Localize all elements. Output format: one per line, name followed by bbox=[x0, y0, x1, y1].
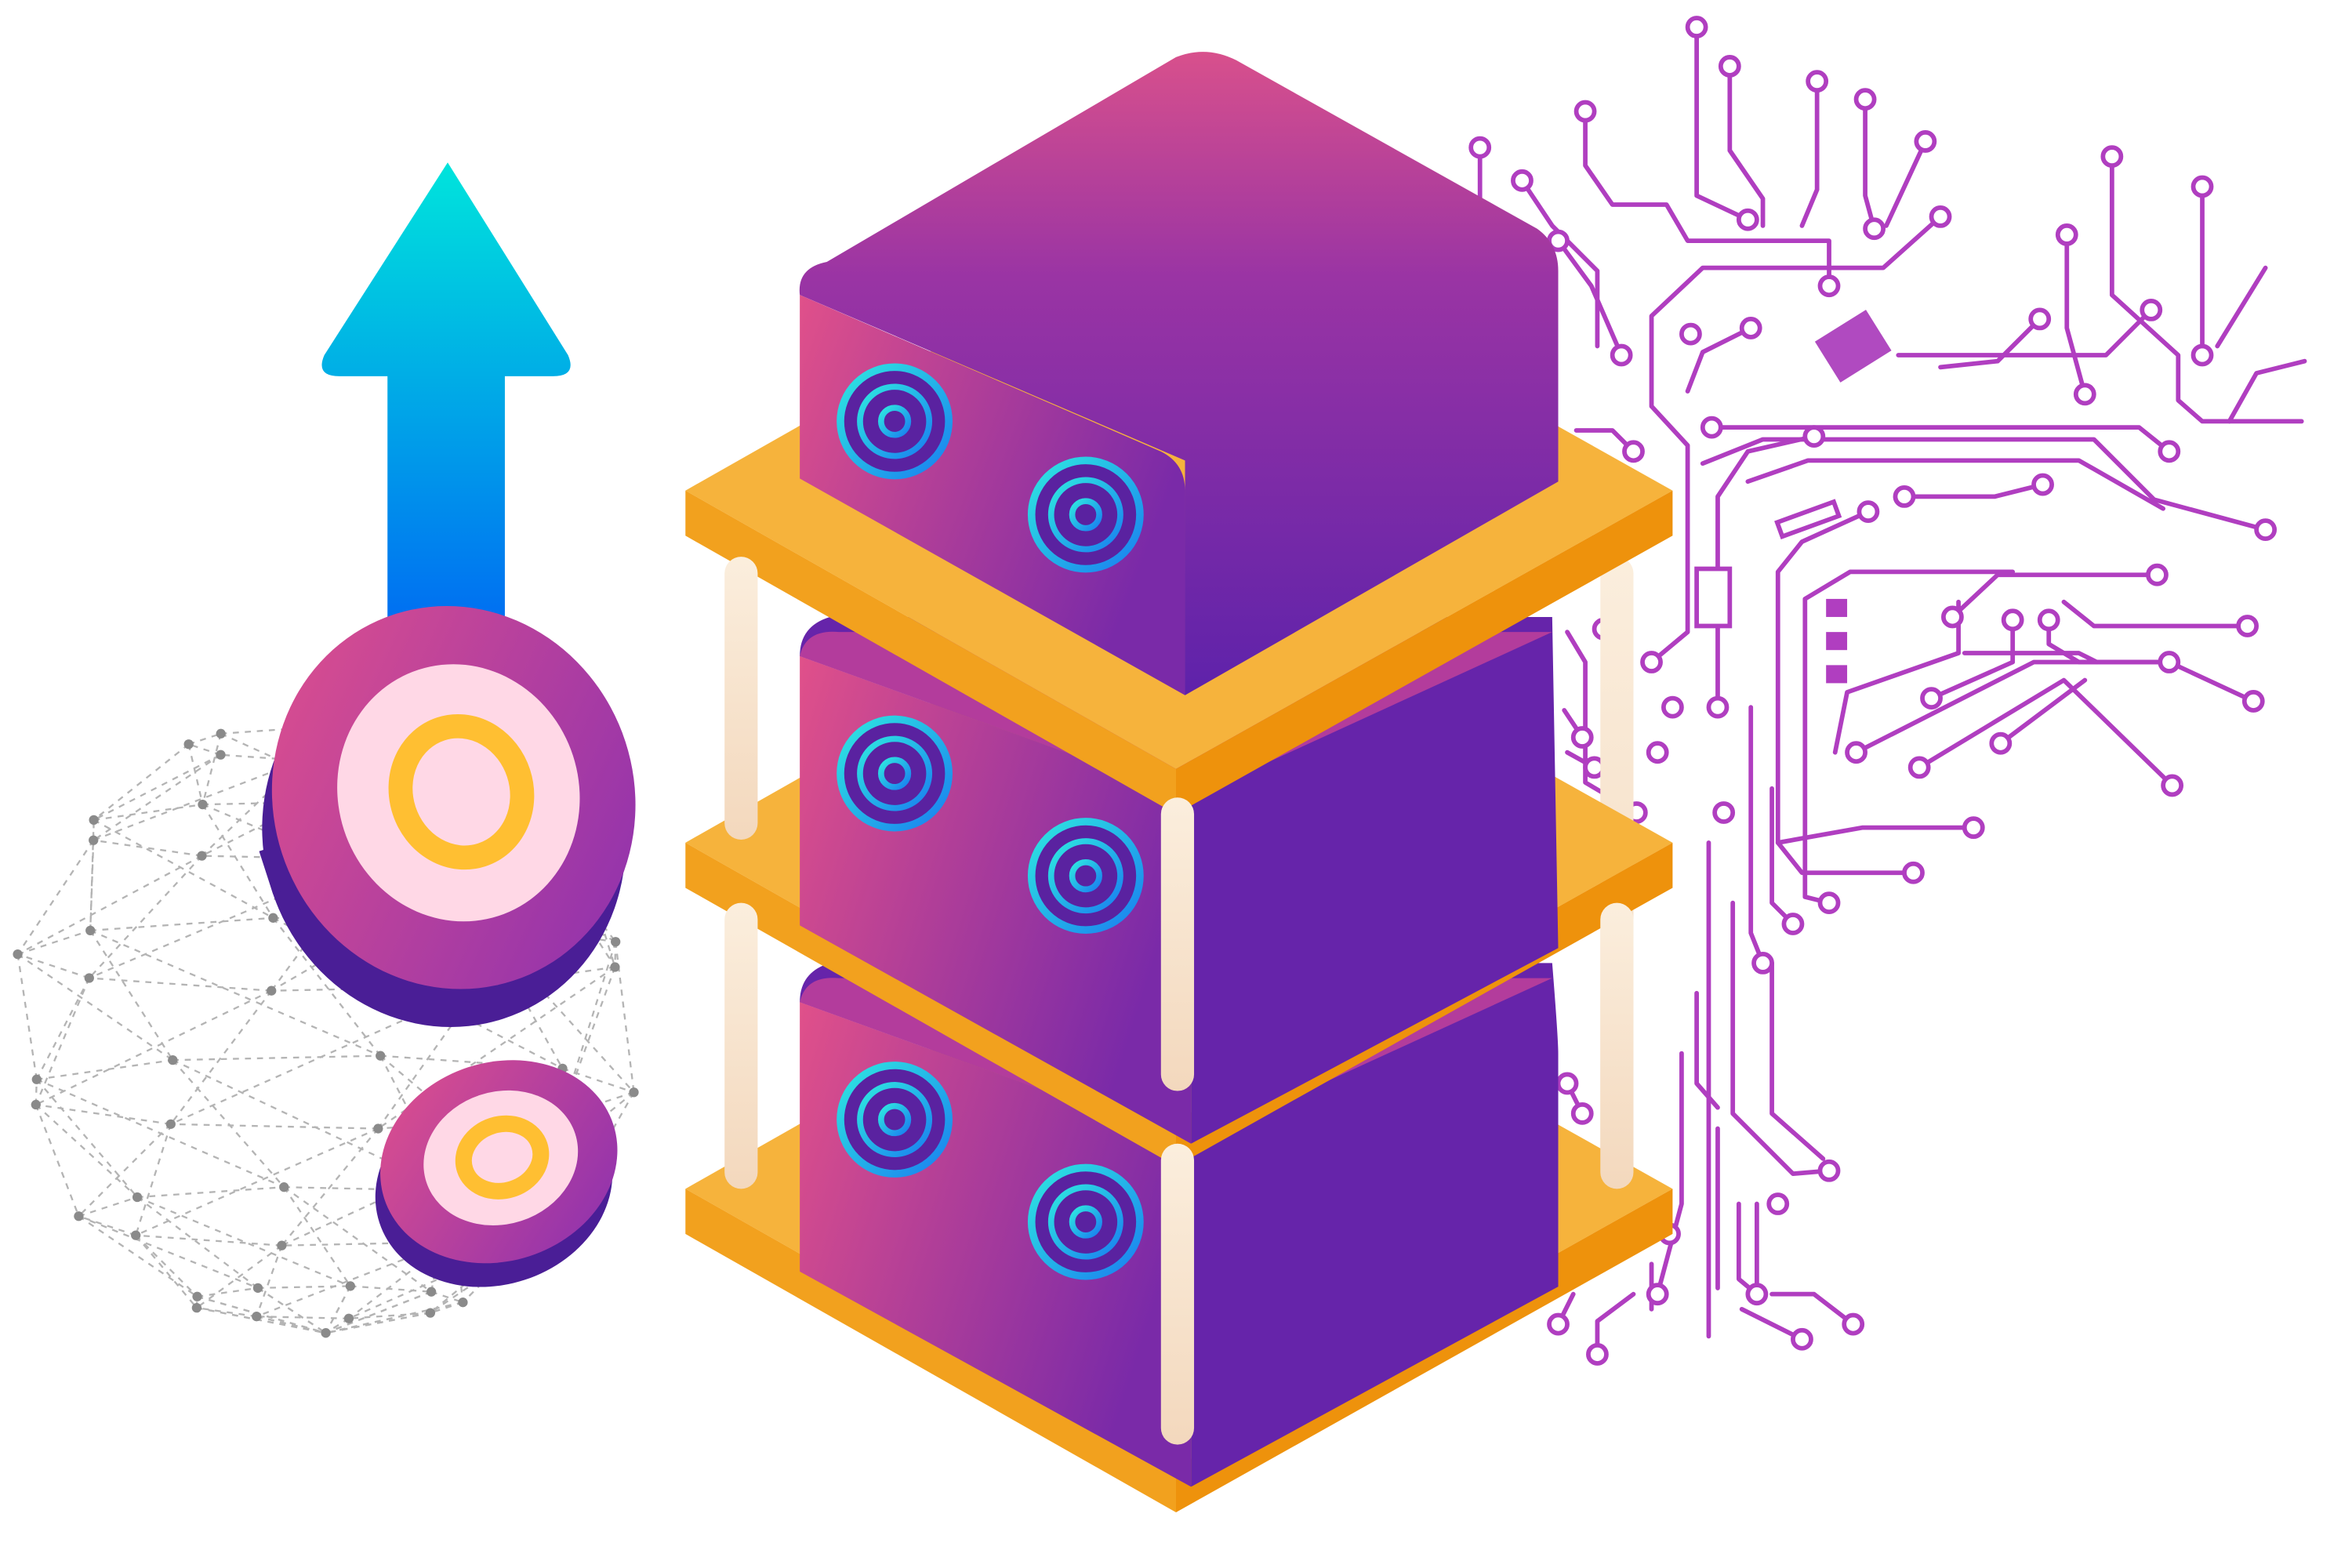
circuit-chips bbox=[1694, 310, 1892, 684]
miner-unit-1 bbox=[799, 52, 1559, 695]
crypto-coin-small bbox=[375, 1060, 618, 1287]
fan-icon bbox=[840, 1065, 949, 1174]
circuit-pads bbox=[1468, 16, 2278, 1366]
circuit-board bbox=[1477, 24, 2307, 1357]
fan-icon bbox=[840, 719, 949, 827]
fan-icon bbox=[840, 367, 949, 475]
fan-icon bbox=[1032, 1167, 1140, 1276]
up-arrow bbox=[321, 162, 571, 633]
fan-icon bbox=[1032, 460, 1140, 568]
server-rack bbox=[685, 52, 1673, 1512]
crypto-coin-large bbox=[259, 606, 636, 1027]
fan-icon bbox=[1032, 822, 1140, 930]
